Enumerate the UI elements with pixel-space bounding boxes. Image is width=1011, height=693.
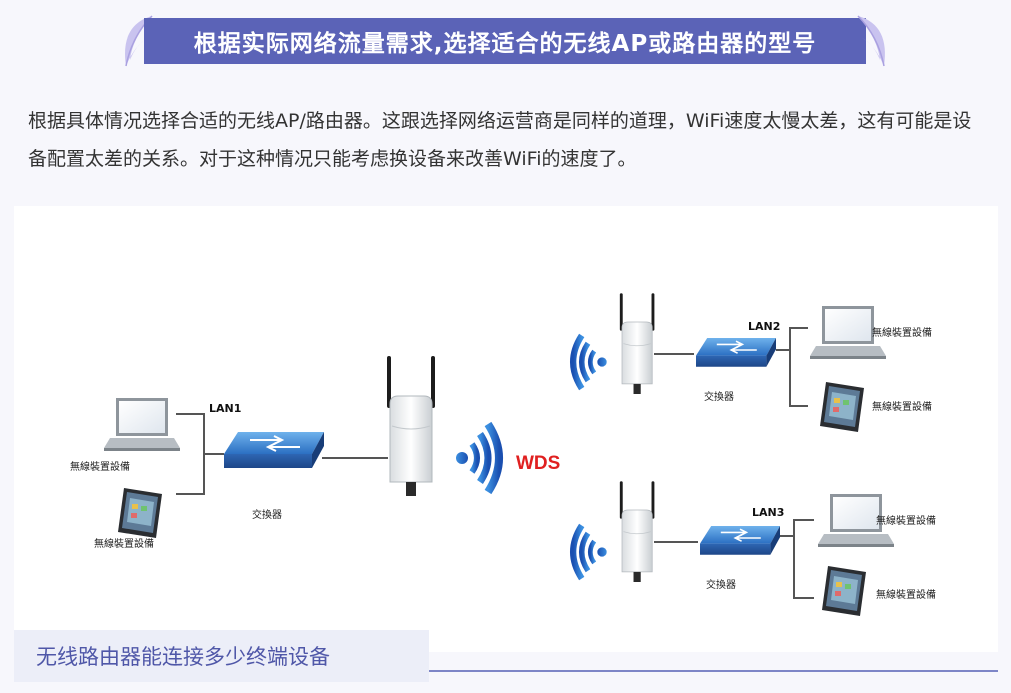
- switch-icon: [223, 431, 325, 469]
- switch-label: 交換器: [252, 508, 282, 521]
- bottom-right-network-group: 交換器 LAN3 無線裝置設備 無線裝置設備: [573, 480, 936, 616]
- laptop-icon: [104, 398, 180, 451]
- device-label: 無線裝置設備: [876, 514, 936, 527]
- switch-label: 交換器: [704, 390, 734, 403]
- left-network-group: LAN1 無線裝置設備 無線裝置設備 交換器: [70, 355, 499, 550]
- tablet-icon: [820, 382, 864, 432]
- access-point-icon: [619, 292, 655, 395]
- switch-label: 交換器: [706, 578, 736, 591]
- wifi-signal-icon: [573, 525, 607, 578]
- switch-icon: [699, 525, 781, 556]
- page-title: 根据实际网络流量需求,选择适合的无线AP或路由器的型号: [144, 18, 866, 64]
- lan-label: LAN3: [752, 506, 784, 519]
- network-diagram: LAN1 無線裝置設備 無線裝置設備 交換器 WDS 交換器: [14, 206, 998, 652]
- access-point-icon: [386, 355, 436, 497]
- device-label: 無線裝置設備: [872, 400, 932, 413]
- device-label: 無線裝置設備: [70, 460, 130, 473]
- device-label: 無線裝置設備: [94, 537, 154, 550]
- access-point-icon: [619, 480, 655, 583]
- network-diagram-svg: LAN1 無線裝置設備 無線裝置設備 交換器 WDS 交換器: [70, 292, 936, 616]
- section-divider: [429, 670, 998, 672]
- wds-label: WDS: [516, 453, 560, 474]
- wifi-signal-icon: [456, 424, 499, 492]
- lan-label: LAN2: [748, 320, 780, 333]
- title-banner: 根据实际网络流量需求,选择适合的无线AP或路由器的型号: [118, 12, 892, 70]
- top-right-network-group: 交換器 LAN2 無線裝置設備 無線裝置設備: [573, 292, 932, 432]
- switch-icon: [695, 337, 777, 368]
- device-label: 無線裝置設備: [872, 326, 932, 339]
- wifi-signal-icon: [573, 335, 607, 388]
- tablet-icon: [118, 488, 162, 538]
- device-label: 無線裝置設備: [876, 588, 936, 601]
- feather-icon: [857, 15, 885, 67]
- intro-paragraph: 根据具体情况选择合适的无线AP/路由器。这跟选择网络运营商是同样的道理，WiFi…: [28, 110, 972, 170]
- lan-label: LAN1: [209, 402, 241, 415]
- tablet-icon: [822, 566, 866, 616]
- section-heading: 无线路由器能连接多少终端设备: [14, 630, 429, 682]
